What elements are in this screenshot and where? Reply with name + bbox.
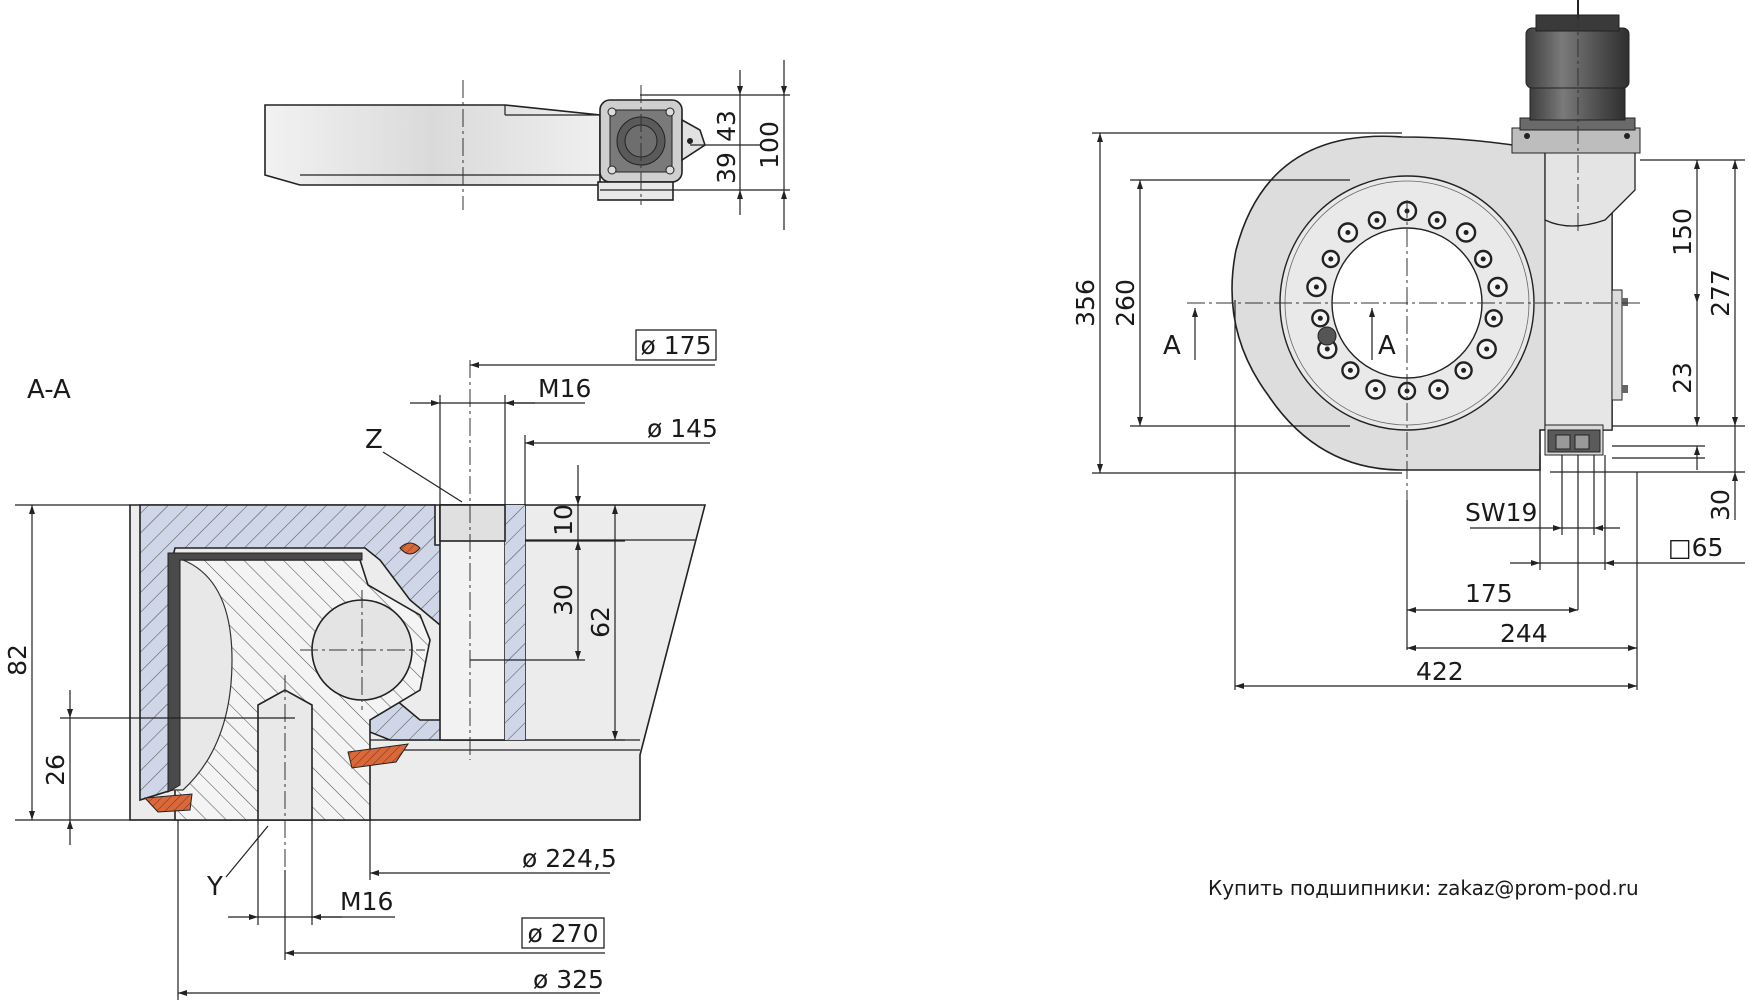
dim-d175: ø 175: [641, 331, 712, 360]
dim-39: 39: [712, 152, 741, 184]
dim-100: 100: [755, 121, 784, 169]
dim-d270: ø 270: [528, 919, 599, 948]
top-view: 43 39 100: [264, 60, 790, 230]
bolt-hole-center: [1461, 367, 1467, 373]
purchase-note: Купить подшипники: zakaz@prom-pod.ru: [1208, 876, 1639, 900]
dim-d325: ø 325: [533, 965, 604, 994]
drive-motor: [1511, 0, 1641, 235]
section-view: A-A 82: [3, 329, 718, 1000]
bolt-hole-center: [1328, 256, 1334, 262]
bolt-hole-center: [1324, 346, 1330, 352]
top-view-dimensions: 43 39 100: [600, 60, 790, 230]
bolt-hole-center: [1313, 284, 1319, 290]
dim-277: 277: [1706, 269, 1735, 317]
bolt-hole-center: [1347, 367, 1353, 373]
dim-62: 62: [586, 606, 615, 638]
dim-10: 10: [549, 504, 578, 536]
top-view-gearbox: [597, 85, 706, 205]
dim-175-front: 175: [1465, 579, 1513, 608]
marker-y: Y: [206, 872, 223, 902]
bolt-hole-center: [1436, 387, 1441, 392]
bolt-hole-center: [1373, 387, 1378, 392]
dim-26: 26: [41, 754, 70, 786]
dim-30: 30: [549, 584, 578, 616]
dim-260: 260: [1111, 279, 1140, 327]
section-title: A-A: [27, 375, 71, 405]
bolt-hole-center: [1374, 217, 1380, 223]
dim-m16-bottom: M16: [340, 887, 393, 916]
dim-422: 422: [1416, 657, 1464, 686]
bolt-hole-center: [1484, 346, 1490, 352]
front-view: A A 356 260 150 277 23 30: [1071, 0, 1745, 690]
bolt-hole-center: [1480, 256, 1486, 262]
dim-356: 356: [1071, 279, 1100, 327]
dim-82: 82: [3, 644, 32, 676]
bolt-circle: [1306, 200, 1508, 401]
dim-150: 150: [1668, 208, 1697, 256]
bolt-hole-center: [1317, 315, 1323, 321]
dim-sw19: SW19: [1465, 498, 1537, 527]
grease-nipple: [1317, 326, 1337, 346]
dim-244: 244: [1500, 619, 1548, 648]
bolt-hole-center: [1495, 284, 1501, 290]
dim-d224: ø 224,5: [522, 844, 617, 873]
dim-sq65: □65: [1668, 533, 1723, 562]
dim-m16-top: M16: [538, 374, 591, 403]
bolt-hole-center: [1345, 230, 1351, 235]
dim-d145: ø 145: [647, 414, 718, 443]
section-mark-a-right: A: [1378, 331, 1396, 361]
dim-43: 43: [712, 110, 741, 142]
bolt-hole-center: [1463, 230, 1469, 235]
dim-30-right: 30: [1706, 489, 1735, 521]
marker-z: Z: [365, 425, 383, 455]
bolt-hole-center: [1434, 217, 1440, 223]
section-mark-a-left: A: [1163, 331, 1181, 361]
bolt-hole-center: [1491, 315, 1497, 321]
dim-23: 23: [1668, 362, 1697, 394]
